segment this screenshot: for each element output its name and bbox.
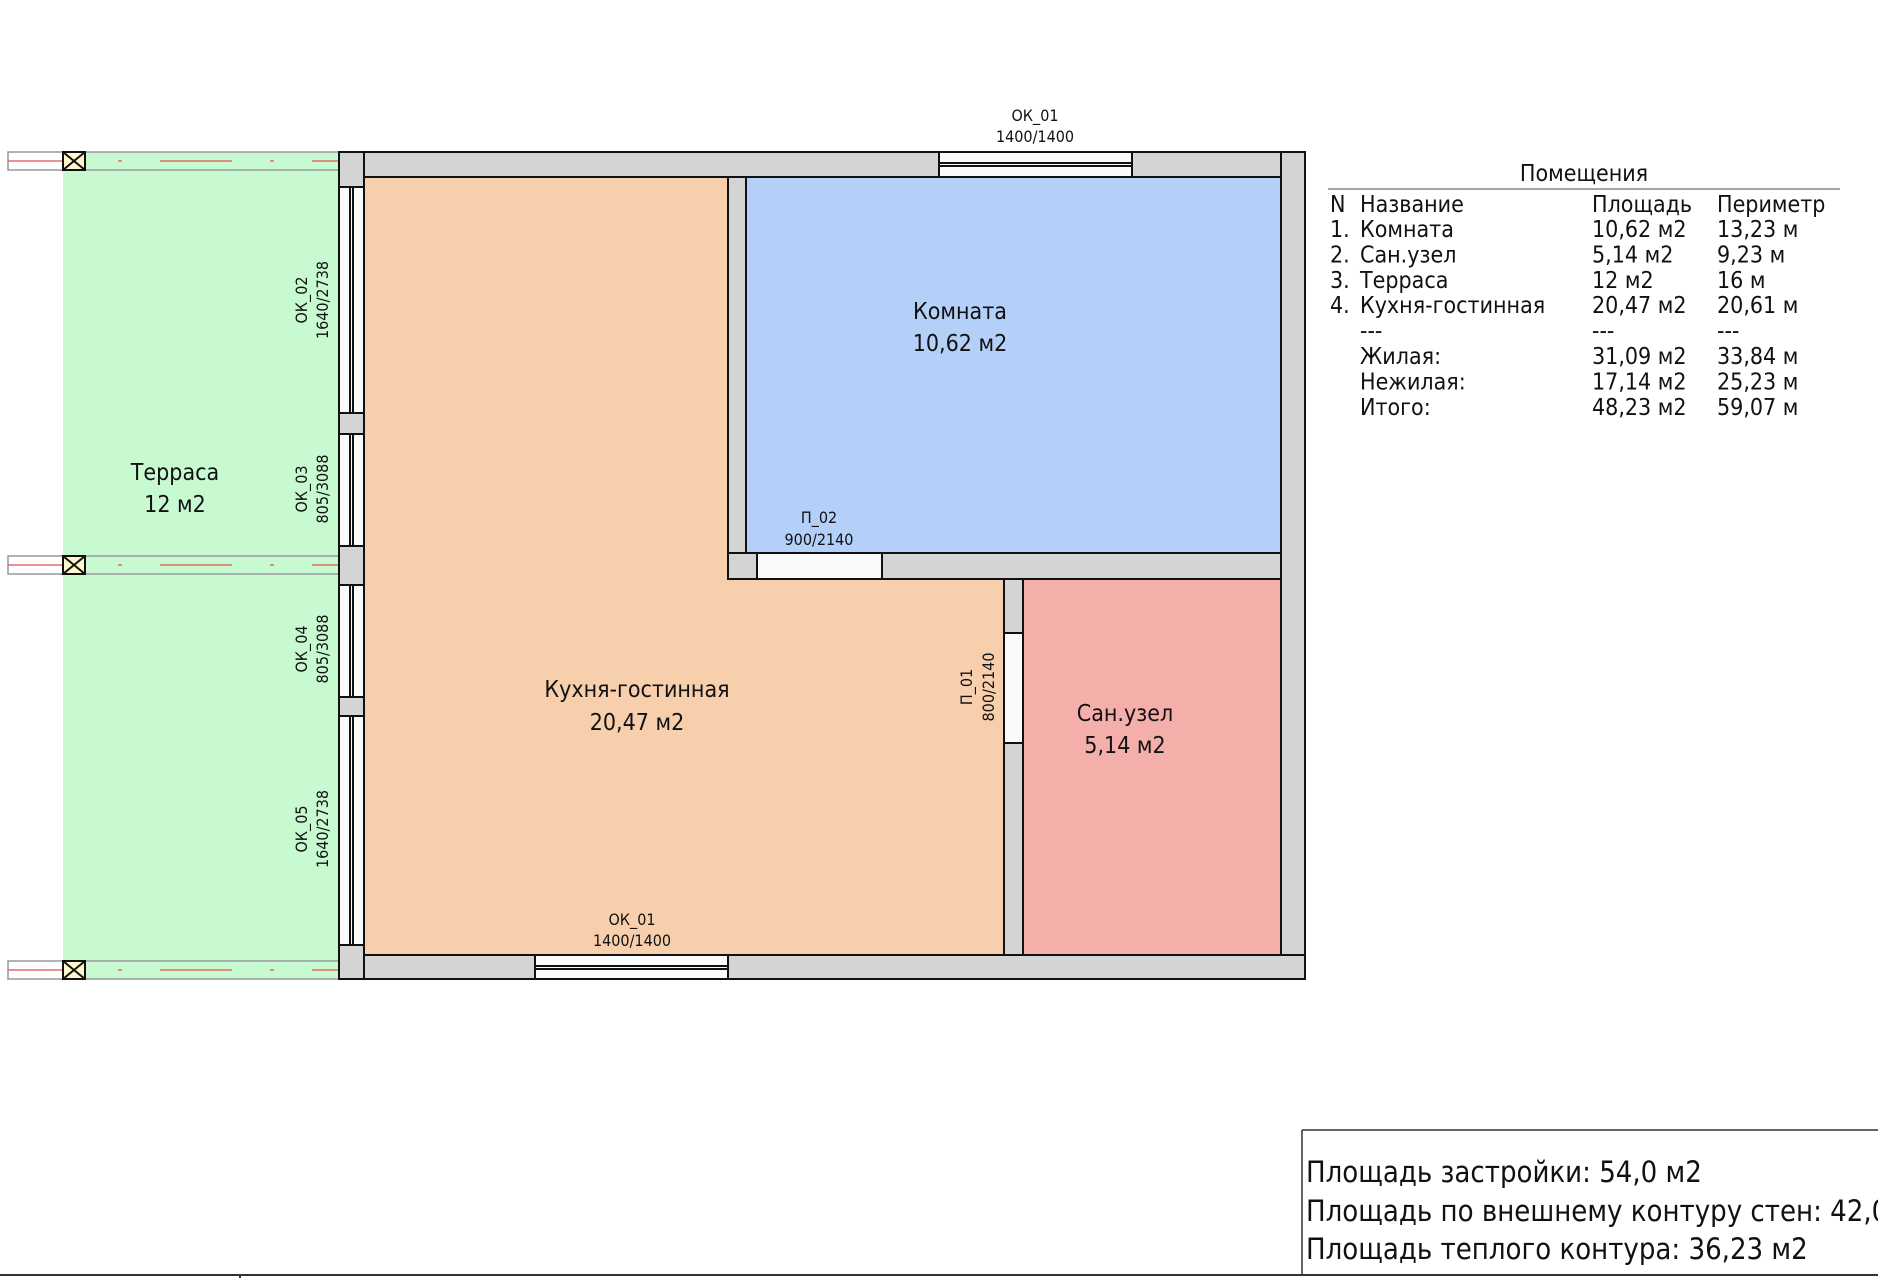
ok03-size: 805/3088: [313, 455, 332, 524]
row-area: 31,09 м2: [1592, 344, 1687, 370]
terrace-name: Терраса: [130, 460, 219, 486]
svg-text:N: N: [1330, 192, 1345, 218]
kitchen-area-label: 20,47 м2: [590, 710, 685, 736]
schedule-row: 3. Терраса 12 м2 16 м: [1330, 268, 1766, 294]
schedule-row: 2. Сан.узел 5,14 м2 9,23 м: [1330, 242, 1785, 268]
p01-mark: П_01: [957, 669, 977, 705]
ok05-mark: ОК_05: [292, 805, 312, 852]
svg-text:Площадь: Площадь: [1592, 192, 1692, 218]
row-area: 20,47 м2: [1592, 293, 1687, 319]
row-name: Итого:: [1360, 395, 1431, 421]
row-area: 17,14 м2: [1592, 369, 1687, 395]
row-area: 12 м2: [1592, 268, 1654, 294]
schedule-row: 4. Кухня-гостинная 20,47 м2 20,61 м: [1330, 293, 1798, 319]
ok02-mark: ОК_02: [292, 276, 312, 323]
window-ok01-bottom: [534, 954, 729, 980]
column-markers: [62, 151, 86, 980]
ok01-bottom-size: 1400/1400: [593, 931, 671, 950]
row-area: 5,14 м2: [1592, 242, 1673, 268]
schedule-row: --- --- ---: [1360, 319, 1739, 345]
door-p01: [1003, 632, 1024, 744]
summary-line: Площадь теплого контура: 36,23 м2: [1306, 1232, 1808, 1266]
row-name: Жилая:: [1360, 344, 1441, 370]
p02-size: 900/2140: [785, 530, 854, 549]
schedule-row: Итого: 48,23 м2 59,07 м: [1360, 395, 1798, 421]
room-area: [746, 177, 1281, 553]
row-perimeter: 9,23 м: [1717, 242, 1785, 268]
room-name: Комната: [913, 299, 1007, 325]
row-name: Сан.узел: [1360, 242, 1456, 268]
row-name: ---: [1360, 319, 1382, 345]
summary-line: Площадь по внешнему контуру стен: 42,0 м…: [1306, 1194, 1878, 1228]
row-perimeter: 33,84 м: [1717, 344, 1798, 370]
summary-line: Площадь застройки: 54,0 м2: [1306, 1155, 1702, 1189]
row-area: ---: [1592, 319, 1614, 345]
row-perimeter: 59,07 м: [1717, 395, 1798, 421]
schedule-title: Помещения: [1520, 161, 1648, 187]
window-ok01-top: [938, 151, 1133, 178]
ok01-bottom-mark: ОК_01: [608, 910, 655, 930]
room-area-label: 10,62 м2: [913, 331, 1008, 357]
row-name: Комната: [1360, 217, 1454, 243]
bath-name: Сан.узел: [1077, 701, 1173, 727]
terrace-area-label: 12 м2: [144, 492, 206, 518]
kitchen-name: Кухня-гостинная: [544, 677, 729, 703]
row-number: 3.: [1330, 268, 1350, 294]
ok01-top-mark: ОК_01: [1011, 106, 1058, 126]
row-area: 10,62 м2: [1592, 217, 1687, 243]
row-perimeter: ---: [1717, 319, 1739, 345]
row-area: 48,23 м2: [1592, 395, 1687, 421]
ok05-size: 1640/2738: [313, 790, 332, 868]
ok04-mark: ОК_04: [292, 625, 312, 672]
row-number: 1.: [1330, 217, 1350, 243]
row-name: Терраса: [1359, 268, 1448, 294]
bath-area: [1023, 579, 1281, 955]
door-p02: [756, 552, 883, 580]
row-name: Кухня-гостинная: [1360, 293, 1545, 319]
area-summary: Площадь застройки: 54,0 м2 Площадь по вн…: [1301, 1129, 1878, 1275]
row-perimeter: 25,23 м: [1717, 369, 1798, 395]
room-schedule: Помещения N Название Площадь Периметр 1.…: [1328, 161, 1840, 421]
schedule-row: Жилая: 31,09 м2 33,84 м: [1360, 344, 1798, 370]
p02-mark: П_02: [801, 508, 837, 528]
p01-size: 800/2140: [979, 653, 998, 722]
row-number: 4.: [1330, 293, 1350, 319]
schedule-header: N Название Площадь Периметр: [1330, 192, 1825, 218]
ok02-size: 1640/2738: [313, 261, 332, 339]
row-perimeter: 16 м: [1717, 268, 1766, 294]
ok04-size: 805/3088: [313, 615, 332, 684]
svg-text:Периметр: Периметр: [1717, 192, 1825, 218]
schedule-row: Нежилая: 17,14 м2 25,23 м: [1360, 369, 1798, 395]
ok03-mark: ОК_03: [292, 465, 312, 512]
row-name: Нежилая:: [1360, 369, 1466, 395]
row-perimeter: 20,61 м: [1717, 293, 1798, 319]
row-perimeter: 13,23 м: [1717, 217, 1798, 243]
ok01-top-size: 1400/1400: [996, 127, 1074, 146]
schedule-row: 1. Комната 10,62 м2 13,23 м: [1330, 217, 1798, 243]
row-number: 2.: [1330, 242, 1350, 268]
windows-left-wall: [338, 186, 365, 946]
svg-text:Название: Название: [1360, 192, 1464, 218]
bath-area-label: 5,14 м2: [1084, 733, 1165, 759]
